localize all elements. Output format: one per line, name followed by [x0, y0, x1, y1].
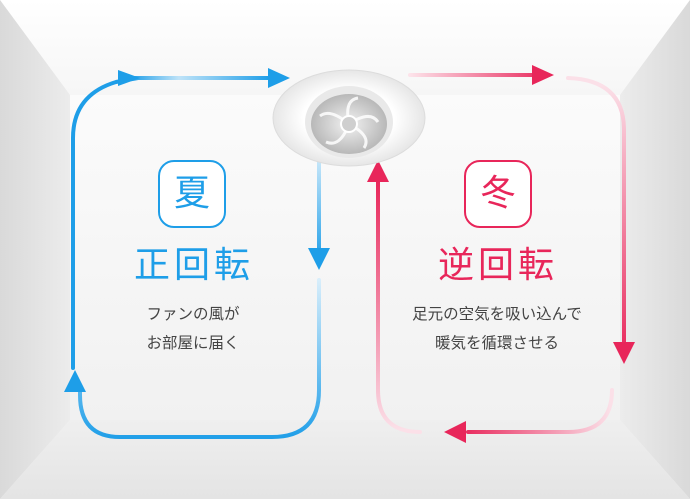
blue-arrowhead-top-left	[118, 70, 140, 86]
summer-mode-title: 正回転	[134, 245, 255, 286]
summer-description: ファンの風が お部屋に届く	[110, 300, 276, 358]
blue-arrowhead-down	[308, 248, 330, 270]
summer-airflow-arrows	[71, 76, 321, 439]
pink-arrowhead-up	[367, 160, 389, 182]
summer-badge: 夏	[158, 160, 226, 228]
pink-arrowhead-down	[613, 342, 635, 364]
winter-badge: 冬	[464, 160, 532, 228]
winter-description-line: 足元の空気を吸い込んで	[412, 305, 582, 323]
winter-mode-title: 逆回転	[438, 245, 559, 286]
winter-description-line: 暖気を循環させる	[434, 334, 559, 352]
pink-arrowhead-top	[532, 65, 554, 85]
summer-description-line: お部屋に届く	[146, 334, 240, 352]
blue-arrowhead-up	[64, 370, 86, 392]
winter-description: 足元の空気を吸い込んで 暖気を循環させる	[388, 300, 606, 358]
pink-arrowhead-left	[444, 421, 466, 443]
summer-description-line: ファンの風が	[146, 305, 240, 323]
blue-arrowhead-top-right	[268, 68, 290, 88]
ceiling-fan-icon	[272, 69, 426, 167]
winter-airflow-arrows	[376, 73, 626, 434]
